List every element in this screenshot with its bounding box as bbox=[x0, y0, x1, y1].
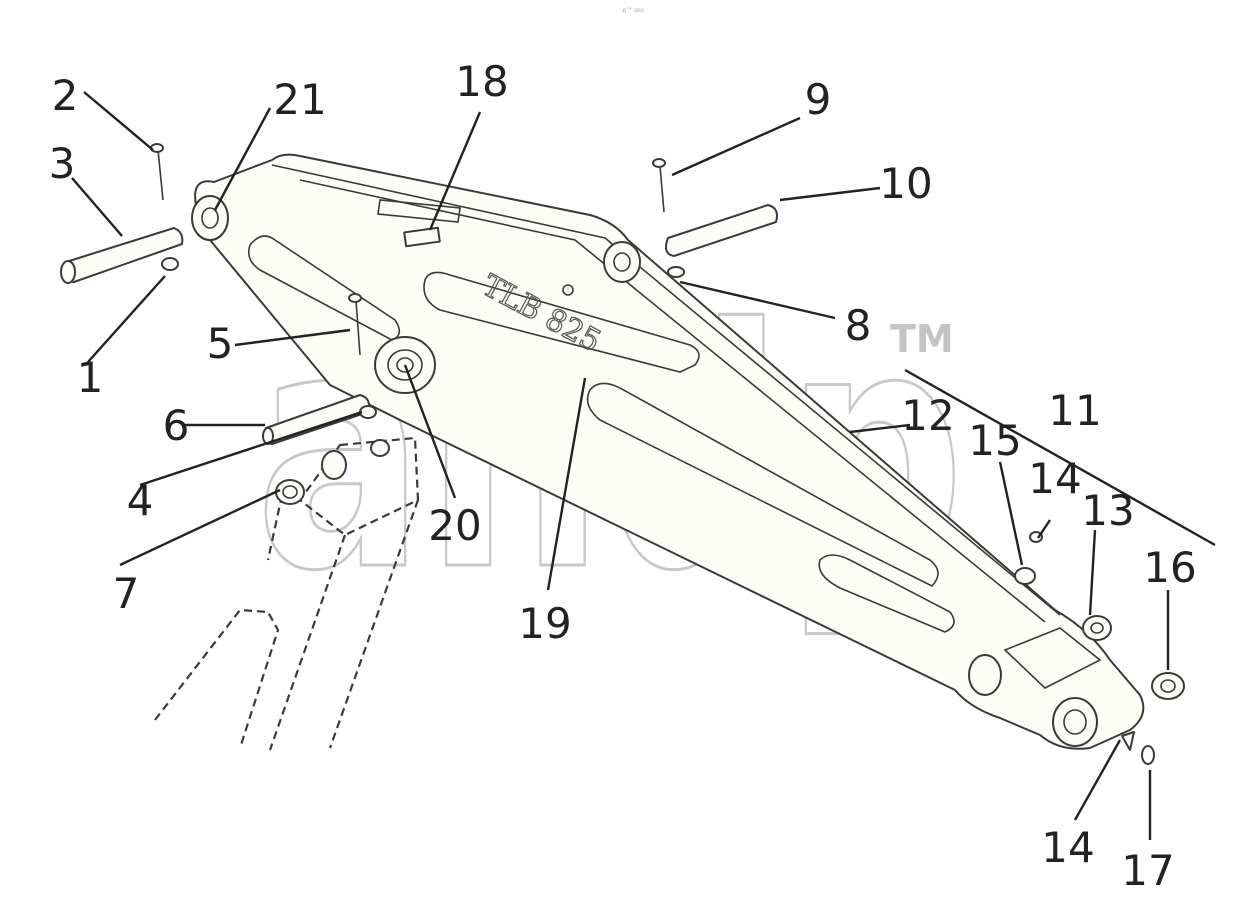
callout-7: 7 bbox=[113, 569, 140, 618]
callout-20: 20 bbox=[428, 501, 481, 550]
callout-1: 1 bbox=[77, 353, 104, 402]
leader-lines bbox=[71, 91, 1216, 840]
boom-arm: TLB 825 bbox=[191, 153, 1145, 750]
callout-numbers: 1 2 3 4 5 6 7 8 9 10 11 12 13 14 15 14 1… bbox=[49, 57, 1197, 895]
callout-8: 8 bbox=[845, 301, 872, 350]
bucket-phantom-outline bbox=[154, 436, 420, 751]
callout-4: 4 bbox=[127, 476, 154, 525]
callout-6: 6 bbox=[163, 401, 190, 450]
callout-12: 12 bbox=[901, 391, 954, 440]
callout-16: 16 bbox=[1143, 543, 1196, 592]
callout-9: 9 bbox=[805, 75, 832, 124]
callout-19: 19 bbox=[518, 599, 571, 648]
callout-3: 3 bbox=[49, 139, 76, 188]
callout-11: 11 bbox=[1048, 386, 1101, 435]
top-note: д™ sos bbox=[622, 7, 644, 14]
callout-2: 2 bbox=[52, 71, 79, 120]
callout-10: 10 bbox=[879, 159, 932, 208]
loose-parts bbox=[60, 143, 1185, 765]
callout-5: 5 bbox=[207, 319, 234, 368]
callout-15: 15 bbox=[968, 416, 1021, 465]
trademark-symbol: TM bbox=[890, 317, 954, 361]
callout-17: 17 bbox=[1121, 846, 1174, 895]
callout-21: 21 bbox=[273, 75, 326, 124]
callout-13: 13 bbox=[1081, 486, 1134, 535]
callout-18: 18 bbox=[455, 57, 508, 106]
callout-14-top: 14 bbox=[1028, 454, 1081, 503]
callout-14-bottom: 14 bbox=[1041, 823, 1094, 872]
